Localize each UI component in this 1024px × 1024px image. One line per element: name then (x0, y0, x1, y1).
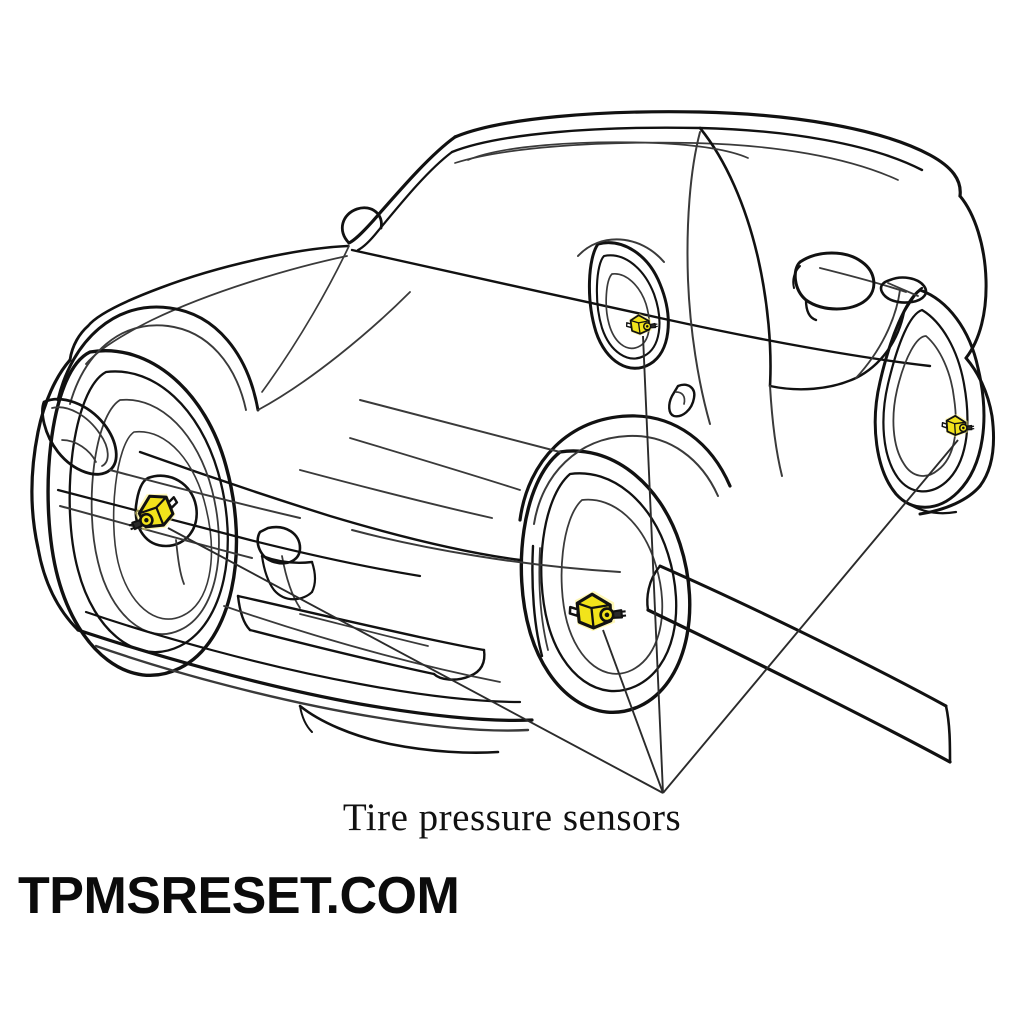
tpms-sensor-front-right (566, 586, 629, 635)
rear-right-wheel (873, 288, 986, 509)
rear-deck (964, 356, 995, 488)
leader-front-right (602, 629, 664, 794)
soft-top-roof (453, 110, 962, 198)
front-right-fender-arch (518, 414, 732, 522)
front-marker (256, 525, 317, 601)
lower-air-dam (236, 594, 486, 681)
tpms-sensor-rear-right (940, 411, 976, 439)
front-bumper (56, 488, 422, 578)
leader-rear-right (662, 439, 959, 794)
leader-lines (167, 335, 959, 794)
front-nose (30, 358, 72, 550)
front-left-hub (134, 474, 198, 548)
hood (68, 324, 90, 362)
front-fender-vent (668, 383, 696, 418)
site-watermark: TPMSRESET.COM (18, 867, 460, 925)
tpms-sensor-rear-left (624, 310, 660, 339)
figure-caption: Tire pressure sensors (342, 796, 682, 839)
rear-left-wheel (588, 241, 670, 370)
front-left-wheel (46, 349, 239, 678)
headlight-left (41, 397, 118, 476)
leader-rear-left (642, 335, 664, 794)
rocker-panel (658, 564, 948, 708)
leader-front-left (167, 527, 664, 794)
b-pillar (698, 126, 772, 388)
a-pillar (347, 135, 457, 245)
front-right-wheel (519, 449, 692, 715)
door-handle (879, 276, 928, 304)
side-mirror (792, 251, 876, 322)
cowl-bulge (340, 206, 383, 245)
door-front-cut (686, 131, 711, 425)
